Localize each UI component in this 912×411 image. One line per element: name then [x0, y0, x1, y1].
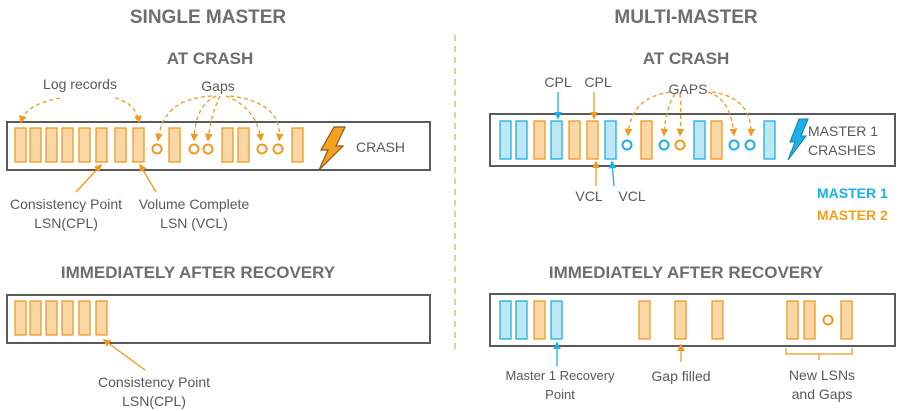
legend-master-2: MASTER 2	[817, 207, 888, 223]
gaps-label-right: GAPS	[668, 81, 708, 97]
cpl-pointer-left	[75, 163, 103, 193]
log-bar-left-recovery	[6, 294, 431, 344]
log-records-label: Log records	[43, 76, 117, 92]
single-master-title: SINGLE MASTER	[129, 7, 287, 28]
gaps-label-left: Gaps	[201, 78, 235, 94]
cpl-pointer-left-recovery	[102, 339, 146, 371]
crash-label: CRASH	[356, 139, 406, 155]
log-records-right-recovery	[499, 300, 853, 340]
left-crash-heading: AT CRASH	[166, 49, 254, 68]
lightning-bolt-icon	[318, 126, 346, 171]
gaps-arrows-right	[624, 91, 756, 137]
log-records-left-recovery	[14, 300, 108, 336]
right-crash-heading: AT CRASH	[642, 49, 730, 68]
lightning-bolt-icon	[787, 118, 809, 161]
gap-filled-label: Gap filled	[651, 368, 711, 384]
gaps-right-crash	[621, 139, 756, 151]
log-bar-left-crash	[6, 121, 431, 171]
cpl-label-blue: CPL	[544, 74, 572, 90]
cpl-label-orange: CPL	[584, 74, 612, 90]
left-recovery-heading: IMMEDIATELY AFTER RECOVERY	[60, 263, 336, 282]
new-lsns-label: New LSNs and Gaps	[788, 367, 856, 402]
log-records-left-crash	[14, 127, 304, 163]
vcl-pointer-left	[139, 163, 157, 193]
log-records-right-crash	[499, 120, 776, 160]
log-records-arrows	[18, 97, 142, 124]
vcl-pointer-blue	[608, 160, 617, 187]
master-crashes-label: MASTER 1 CRASHES	[808, 123, 879, 158]
gaps-arrows-left	[154, 95, 284, 142]
recovery-point-label: Master 1 Recovery Point	[505, 368, 615, 402]
vcl-label-orange: VCL	[575, 188, 603, 204]
legend-master-1: MASTER 1	[817, 185, 888, 201]
gap-right-recovery	[822, 314, 834, 326]
right-recovery-heading: IMMEDIATELY AFTER RECOVERY	[548, 263, 824, 282]
cpl-label-left-recovery: Consistency Point LSN(CPL)	[97, 374, 211, 409]
multi-master-title: MULTI-MASTER	[614, 7, 758, 28]
vcl-label-blue: VCL	[618, 188, 646, 204]
new-lsns-bracket	[785, 348, 853, 360]
cpl-label-left: Consistency Point LSN(CPL)	[9, 196, 123, 231]
gaps-left-crash	[151, 143, 284, 155]
vcl-label-left: Volume Complete LSN (VCL)	[138, 196, 250, 231]
